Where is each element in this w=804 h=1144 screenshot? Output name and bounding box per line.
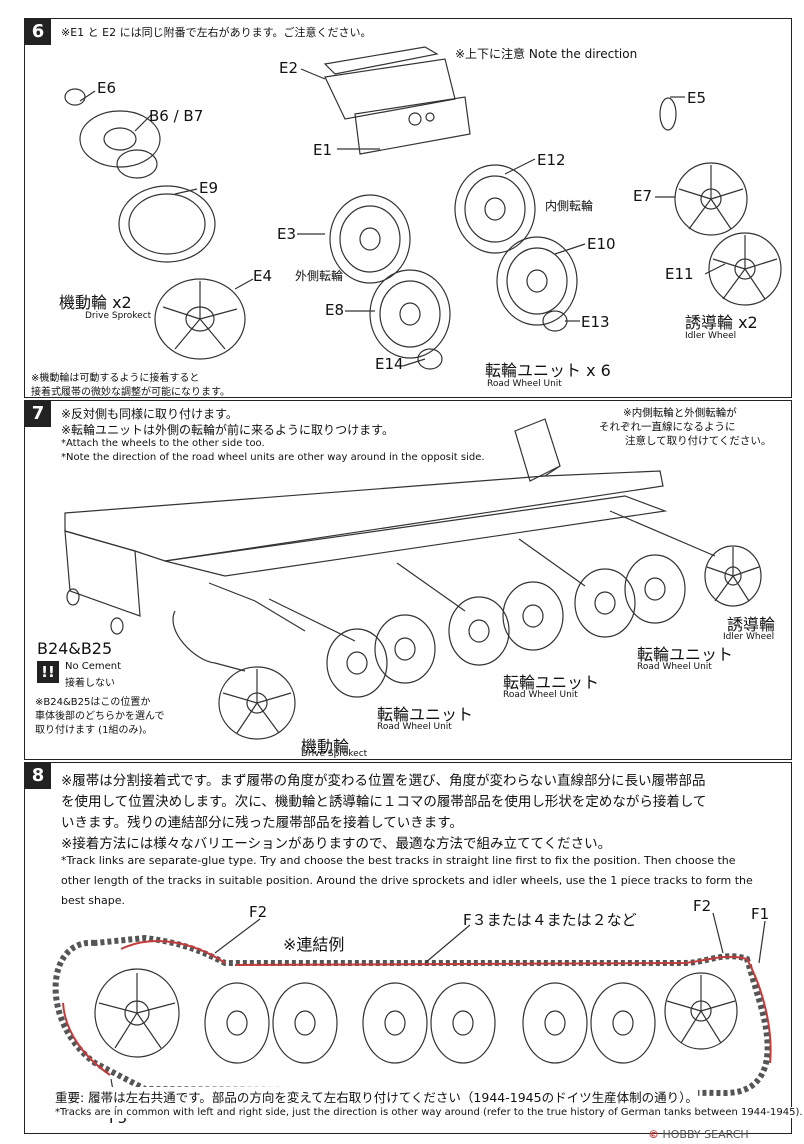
step-7-panel: 7 ※反対側も同様に取り付けます。 ※転輪ユニットは外側の転輪が前に来るように取… (24, 400, 792, 760)
label-e4: E4 (253, 267, 273, 285)
note-line-4: *Note the direction of the road wheel un… (61, 452, 485, 463)
note-line-3: *Attach the wheels to the other side too… (61, 438, 265, 449)
drive-title: 機動輪 (301, 737, 350, 756)
label-f2-left: F2 (249, 903, 268, 921)
label-e14: E14 (375, 355, 404, 373)
instruction-jp-4: ※接着方法には様々なバリエーションがありますので、最適な方法で組み立ててください… (61, 836, 612, 852)
step-number: 8 (25, 763, 51, 789)
step-8-panel: 8 ※履帯は分割接着式です。まず履帯の角度が変わる位置を選び、角度が変わらない直… (24, 762, 803, 1134)
instruction-en-2: other length of the tracks in suitable p… (61, 874, 753, 887)
drive-sprocket-title: 機動輪 x2 (59, 293, 132, 312)
label-inner-wheel: 内側転輪 (545, 199, 594, 213)
warning-icon: !! (37, 661, 59, 683)
road-wheel-title-3: 転輪ユニット (377, 705, 474, 724)
road-wheel-title-1: 転輪ユニット (637, 645, 734, 664)
no-cement-en: No Cement (65, 661, 122, 672)
instruction-en-1: *Track links are separate-glue type. Try… (61, 854, 736, 867)
step-6-illustration (64, 46, 782, 370)
b24-note-1: ※B24&B25はこの位置か (35, 697, 151, 708)
idler-title: 誘導輪 x2 (685, 313, 758, 332)
label-e8: E8 (325, 301, 345, 319)
step-6-panel: 6 ※E1 と E2 には同じ附番で左右があります。ご注意ください。 ※上下に注… (24, 18, 792, 398)
instruction-jp-2: を使用して位置決めします。次に、機動輪と誘導輪に１コマの履帯部品を使用し形状を定… (61, 794, 707, 810)
drive-sprocket-en: Drive Sprokect (85, 311, 152, 321)
drive-note-1: ※機動輪は可動するように接着すると (31, 373, 200, 384)
b24-note-3: 取り付けます (1組のみ)。 (35, 725, 153, 736)
right-note-3: 注意して取り付けてください。 (625, 435, 772, 447)
instruction-en-3: best shape. (61, 894, 125, 907)
step-number: 7 (25, 401, 51, 427)
note-e1-e2: ※E1 と E2 には同じ附番で左右があります。ご注意ください。 (61, 26, 372, 39)
label-outer-wheel: 外側転輪 (295, 269, 344, 283)
instruction-jp-3: いきます。残りの連結部分に残った履帯部品を接着していきます。 (61, 815, 463, 831)
road-wheel-en: Road Wheel Unit (487, 379, 562, 389)
label-e10: E10 (587, 235, 616, 253)
label-b6-b7: B6 / B7 (149, 107, 204, 125)
step-7-illustration (64, 418, 762, 740)
important-note-en: *Tracks are in common with left and righ… (55, 1107, 803, 1118)
label-e11: E11 (665, 265, 694, 283)
connection-example: ※連結例 (283, 935, 345, 954)
label-f2-right: F2 (693, 897, 712, 915)
label-e5: E5 (687, 89, 707, 107)
no-cement-jp: 接着しない (65, 678, 115, 689)
right-note-2: それぞれ一直線になるように (599, 421, 736, 433)
copyright-icon: © (648, 1128, 659, 1141)
label-e2: E2 (279, 59, 299, 77)
label-e6: E6 (97, 79, 117, 97)
drive-note-2: 接着式履帯の微妙な調整が可能になります。 (31, 387, 230, 398)
road-wheel-title-2: 転輪ユニット (503, 673, 600, 692)
idler-en: Idler Wheel (685, 331, 737, 341)
label-e1: E1 (313, 141, 333, 159)
drive-en: Drive Sprokect (301, 749, 368, 759)
label-b24-b25: B24&B25 (37, 639, 113, 658)
step-number: 6 (25, 19, 51, 45)
hobby-search-watermark: © HOBBY SEARCH (648, 1128, 749, 1141)
label-e12: E12 (537, 151, 566, 169)
label-e9: E9 (199, 179, 219, 197)
instruction-jp-1: ※履帯は分割接着式です。まず履帯の角度が変わる位置を選び、角度が変わらない直線部… (61, 773, 706, 789)
b24-note-2: 車体後部のどちらかを選んで (35, 711, 165, 722)
label-e3: E3 (277, 225, 297, 243)
road-wheel-en-2: Road Wheel Unit (503, 690, 578, 700)
label-f1: F1 (751, 905, 770, 923)
idler-en: Idler Wheel (723, 632, 775, 642)
step-8-illustration (52, 912, 772, 1114)
road-wheel-en-1: Road Wheel Unit (637, 662, 712, 672)
label-e7: E7 (633, 187, 653, 205)
label-f3-f4-f2: F３または４または２など (463, 911, 637, 929)
important-note-jp: 重要: 履帯は左右共通です。部品の方向を変えて左右取り付けてください（1944-… (55, 1087, 698, 1106)
road-wheel-en-3: Road Wheel Unit (377, 722, 452, 732)
note-line-2: ※転輪ユニットは外側の転輪が前に来るように取りつけます。 (61, 423, 394, 437)
direction-note: ※上下に注意 Note the direction (455, 47, 638, 61)
note-line-1: ※反対側も同様に取り付けます。 (61, 407, 238, 421)
label-e13: E13 (581, 313, 610, 331)
idler-title: 誘導輪 (727, 615, 776, 634)
right-note-1: ※内側転輪と外側転輪が (623, 407, 737, 419)
road-wheel-title: 転輪ユニット x 6 (485, 361, 611, 380)
watermark-brand: HOBBY SEARCH (662, 1128, 749, 1141)
